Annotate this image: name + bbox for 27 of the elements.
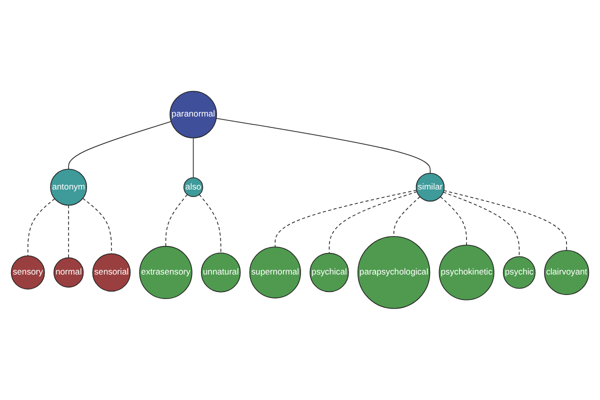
- node-circle: sensory: [10, 256, 45, 290]
- node-circle: also: [183, 177, 204, 198]
- connector: [216, 118, 431, 174]
- connector: [28, 198, 56, 256]
- node-circle: paranormal: [170, 91, 217, 138]
- connector: [274, 190, 417, 248]
- connector: [68, 205, 69, 258]
- connector: [442, 192, 520, 258]
- node-circle: similar: [416, 172, 445, 202]
- node-circle: unnatural: [200, 252, 241, 292]
- node-circle: clairvoyant: [544, 250, 590, 296]
- node-circle: antonym: [50, 168, 88, 206]
- node-circle: psychokinetic: [438, 244, 494, 300]
- node-circle: supernormal: [249, 246, 301, 298]
- connector: [328, 191, 418, 254]
- connector: [165, 194, 188, 247]
- node-circle: psychic: [502, 256, 536, 289]
- node-circle: normal: [54, 258, 84, 288]
- connector: [198, 194, 222, 254]
- node-circle: extrasensory: [139, 246, 192, 300]
- node-circle: parapsychological: [357, 236, 430, 309]
- connector: [68, 121, 172, 170]
- connector: [192, 138, 194, 178]
- connector: [440, 196, 467, 246]
- connector: [443, 190, 567, 251]
- node-circle: psychical: [310, 253, 349, 292]
- node-circle: sensorial: [92, 253, 131, 292]
